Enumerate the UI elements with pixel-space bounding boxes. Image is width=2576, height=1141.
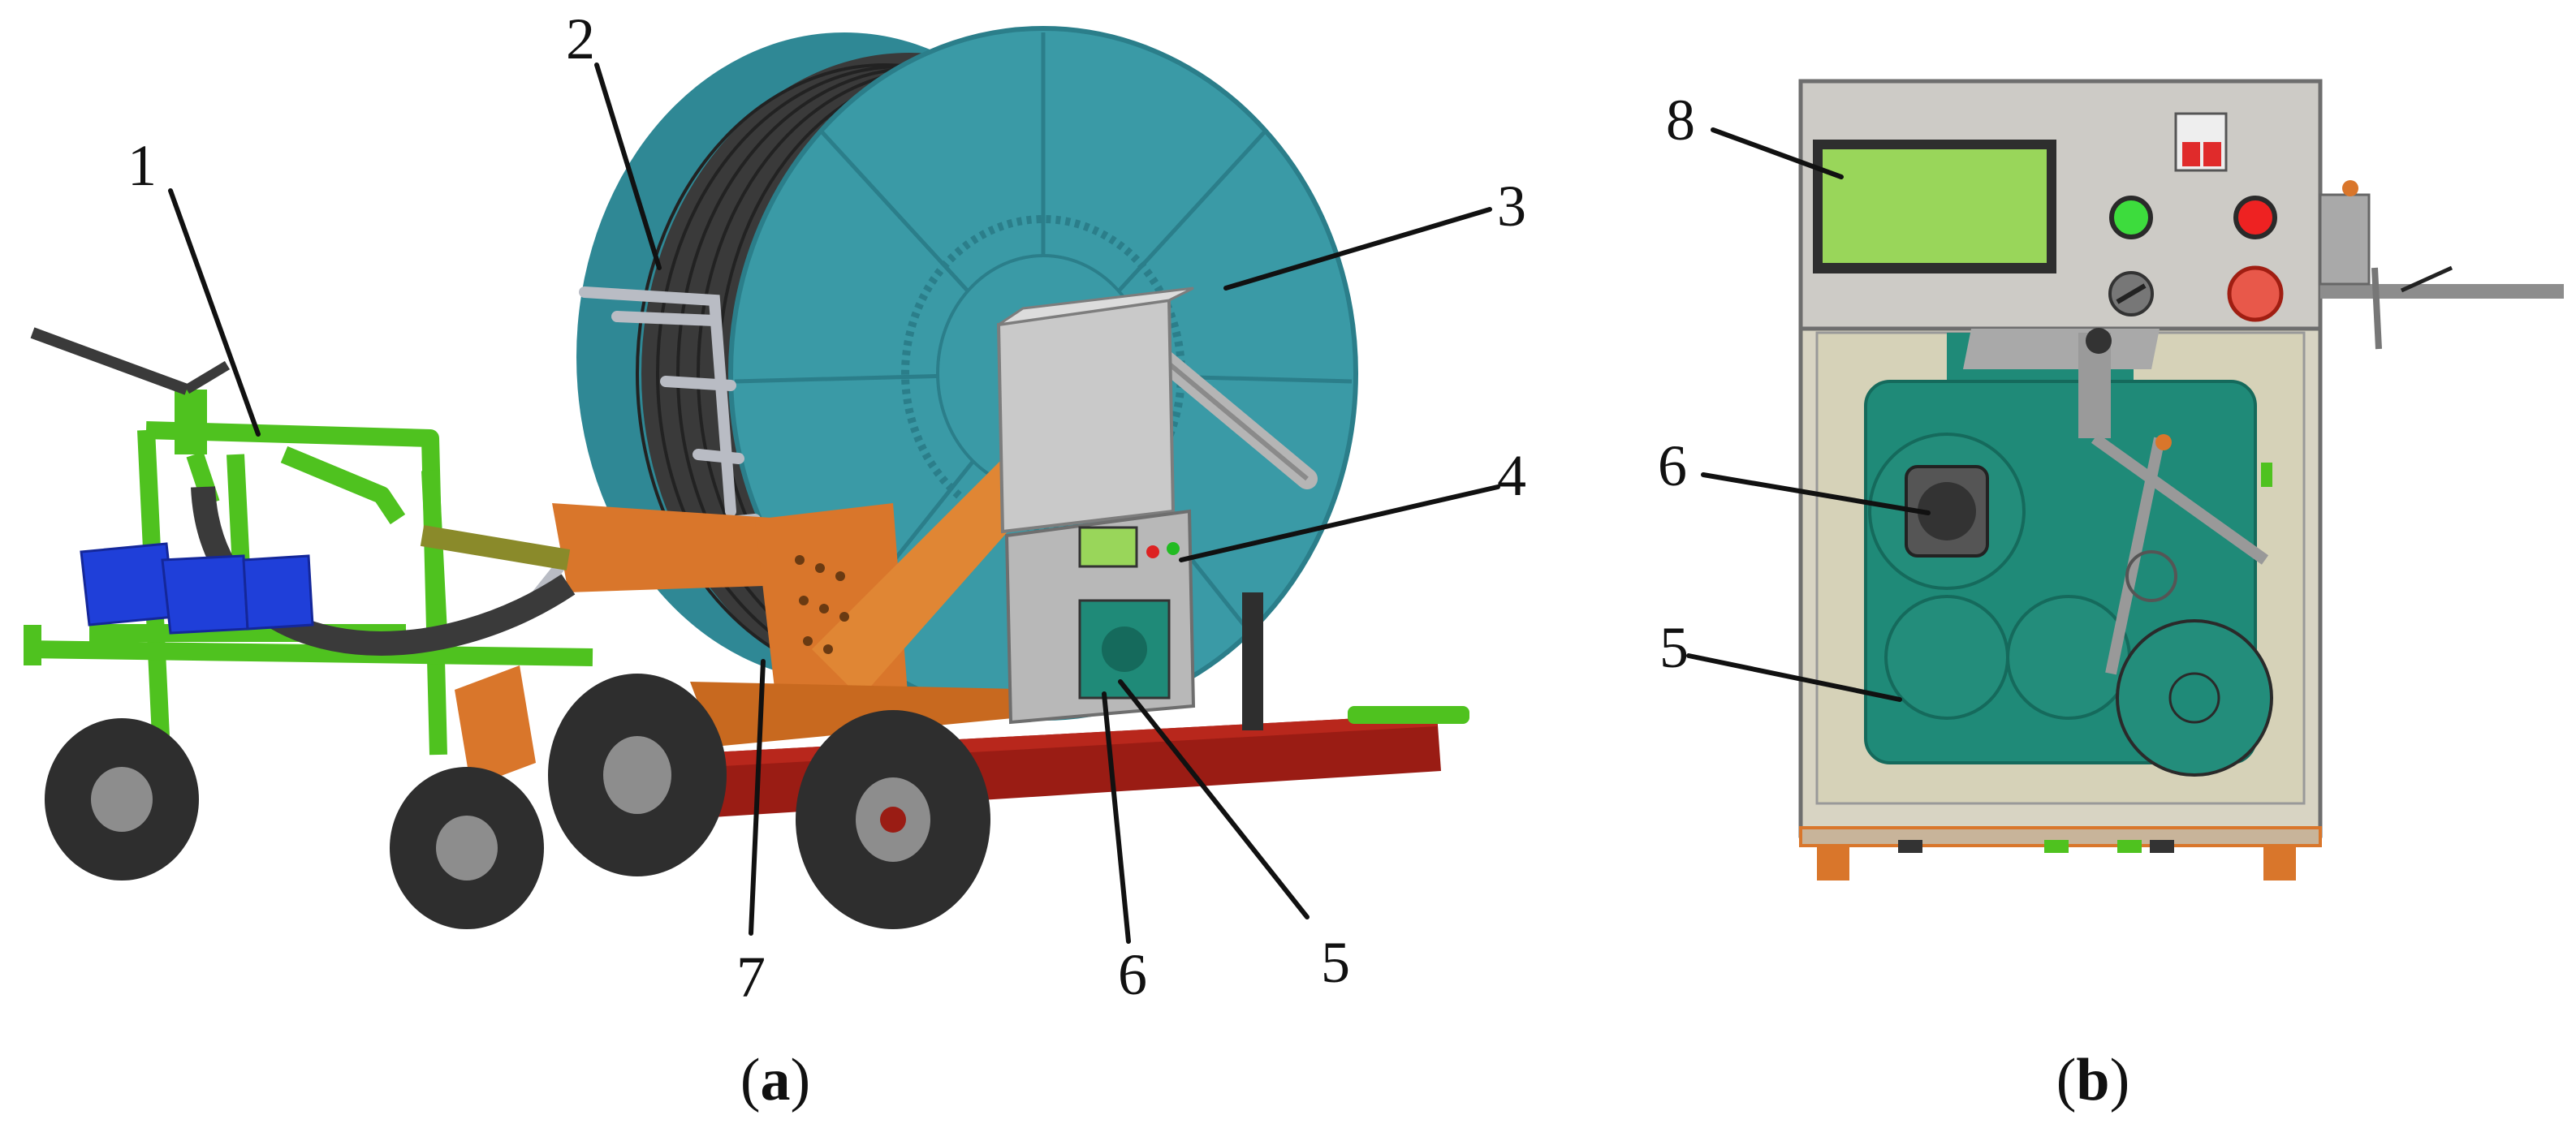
sprinkler-gun [30, 327, 231, 454]
callout-5b: 5 [1659, 615, 1689, 680]
callout-8: 8 [1666, 88, 1695, 153]
callout-6: 6 [1118, 942, 1147, 1007]
cabinet-feet [1799, 463, 2322, 881]
panel-b: 8 6 5 (b) [1658, 79, 2564, 1113]
circuit-breaker [2174, 112, 2228, 172]
gear-motor [1864, 333, 2273, 777]
caption-a-open: ( [740, 1047, 761, 1113]
caption-b: (b) [2056, 1047, 2129, 1113]
start-button [2109, 196, 2153, 239]
emergency-stop [2227, 265, 2284, 322]
callout-3: 3 [1497, 174, 1526, 239]
callout-6b: 6 [1658, 433, 1687, 498]
leader-lines-b [1686, 127, 1931, 702]
control-box-a [996, 286, 1196, 725]
lever-bracket [1963, 328, 2269, 675]
caption-a: (a) [740, 1047, 810, 1113]
leader-lines-a [168, 62, 1500, 944]
caption-a-letter: a [761, 1047, 791, 1113]
side-rod [2319, 180, 2564, 350]
callout-7: 7 [736, 945, 766, 1010]
caption-b-close: ) [2110, 1047, 2130, 1113]
support-post [1242, 592, 1263, 730]
ballast-boxes [80, 542, 314, 635]
supply-hose [191, 486, 576, 656]
stop-button [2233, 196, 2277, 239]
callout-2: 2 [566, 6, 595, 71]
hose-reel [576, 26, 1358, 721]
callout-1: 1 [127, 133, 157, 198]
caption-a-close: ) [791, 1047, 811, 1113]
orange-frame [455, 454, 1055, 787]
wheels [45, 674, 990, 929]
callout-4: 4 [1497, 443, 1526, 508]
callout-5: 5 [1321, 930, 1350, 995]
caption-b-open: ( [2056, 1047, 2077, 1113]
panel-a: 1 2 3 4 5 6 7 (a) [24, 6, 1526, 1113]
caption-b-letter: b [2076, 1047, 2109, 1113]
